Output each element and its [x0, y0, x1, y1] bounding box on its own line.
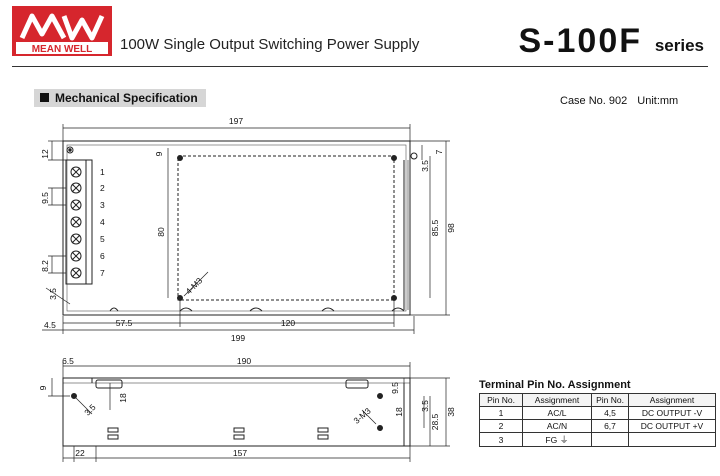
table-cell-text: FG [545, 435, 558, 445]
table-cell: DC OUTPUT -V [628, 406, 716, 420]
dim-label: 9 [154, 151, 164, 156]
model-name: S-100F [518, 22, 642, 60]
dim-label: 38 [446, 407, 456, 417]
dim-label: 28.5 [430, 413, 440, 430]
dim-label: 199 [231, 333, 245, 343]
terminal-pin-number: 1 [100, 167, 105, 177]
table-cell: AC/N [522, 419, 592, 433]
column-header: Assignment [628, 393, 716, 407]
dim-label: 22 [75, 448, 85, 458]
column-header: Pin No. [479, 393, 523, 407]
dim-label: 98 [446, 223, 456, 233]
dim-label: 4.5 [44, 320, 56, 330]
table-row: 1 AC/L 4,5 DC OUTPUT -V [479, 406, 716, 420]
terminal-pin-number: 6 [100, 251, 105, 261]
terminal-pin-number: 7 [100, 268, 105, 278]
case-info: Case No. 902 Unit:mm [560, 95, 678, 107]
section-heading: Mechanical Specification [34, 89, 206, 107]
series-label: series [654, 36, 704, 55]
bullet-square-icon [40, 93, 49, 102]
table-cell: AC/L [522, 406, 592, 420]
dim-label: 9.5 [40, 192, 50, 204]
terminal-assignment-table: Pin No. Assignment Pin No. Assignment 1 … [479, 393, 716, 447]
terminal-pin-number: 2 [100, 183, 105, 193]
mean-well-logo: MEAN WELL [12, 6, 112, 56]
table-cell [628, 432, 716, 447]
dim-label: 197 [229, 116, 243, 126]
hole-label: 3-M3 [351, 405, 372, 425]
column-header: Assignment [522, 393, 592, 407]
unit-label: Unit:mm [637, 95, 679, 107]
table-cell: DC OUTPUT +V [628, 419, 716, 433]
top-view [62, 140, 418, 316]
header-divider [12, 66, 708, 67]
dim-label: 9.5 [390, 382, 400, 394]
dim-label: 7 [434, 149, 444, 154]
dim-label: 120 [281, 318, 295, 328]
dim-label: 3.5 [420, 160, 430, 172]
dim-label: 9 [38, 385, 48, 390]
table-cell: 6,7 [591, 419, 629, 433]
case-number: Case No. 902 [560, 95, 628, 107]
terminal-pin-number: 3 [100, 200, 105, 210]
dim-label: 3.5 [420, 400, 430, 412]
dim-label: 12 [40, 149, 50, 159]
table-cell: 2 [479, 419, 523, 433]
dim-label: 3.5 [48, 288, 58, 300]
terminal-pin-number: 4 [100, 217, 105, 227]
dim-label: 18 [118, 393, 128, 403]
table-row: 3 FG ⏚ [479, 432, 716, 447]
dim-label: 85.5 [430, 219, 440, 236]
dim-label: 57.5 [116, 318, 133, 328]
terminal-pin-number: 5 [100, 234, 105, 244]
column-header: Pin No. [591, 393, 629, 407]
table-cell: 3 [479, 432, 523, 447]
table-header-row: Pin No. Assignment Pin No. Assignment [479, 393, 716, 407]
dim-label: 157 [233, 448, 247, 458]
dim-label: 3.5 [82, 402, 98, 418]
dim-label: 6.5 [62, 356, 74, 366]
dim-label: 190 [237, 356, 251, 366]
dim-label: 18 [394, 407, 404, 417]
table-row: 2 AC/N 6,7 DC OUTPUT +V [479, 419, 716, 433]
dim-label: 8.2 [40, 260, 50, 272]
ground-icon: ⏚ [559, 435, 569, 445]
document-title: 100W Single Output Switching Power Suppl… [120, 36, 420, 53]
table-cell: 1 [479, 406, 523, 420]
terminal-table-title: Terminal Pin No. Assignment [479, 379, 631, 391]
table-cell: FG ⏚ [522, 432, 592, 447]
dim-label: 80 [156, 227, 166, 237]
terminal-screws [70, 166, 82, 279]
logo-text: MEAN WELL [32, 44, 93, 55]
table-cell: 4,5 [591, 406, 629, 420]
section-heading-text: Mechanical Specification [55, 91, 198, 105]
table-cell [591, 432, 629, 447]
